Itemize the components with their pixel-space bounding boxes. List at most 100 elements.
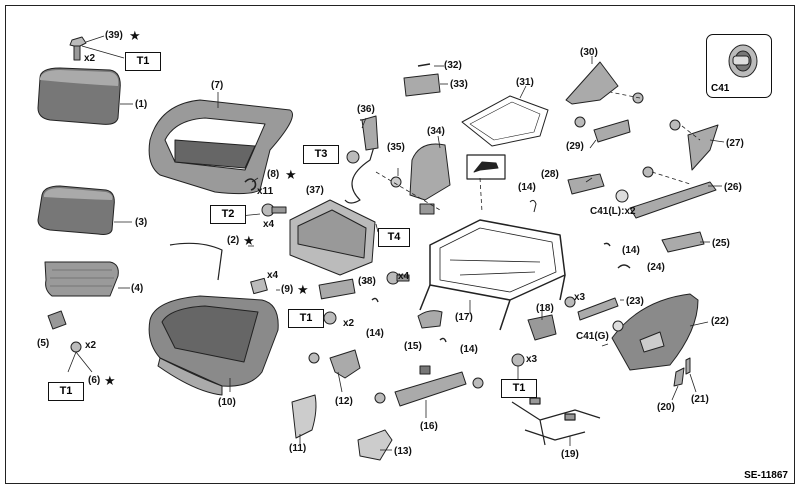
qty-t1-bottom: x3 (526, 354, 538, 365)
callout-34: (34) (427, 126, 445, 137)
torque-box-t1-bottom: T1 (501, 379, 537, 398)
callout-20: (20) (657, 402, 675, 413)
lumbar-34 (409, 143, 451, 201)
clip-20 (673, 367, 685, 387)
seat-frame-icon (466, 154, 506, 180)
qty-t1-center: x2 (343, 318, 355, 329)
bolt-t4 (386, 271, 410, 285)
callout-19: (19) (561, 449, 579, 460)
qty-9: x4 (267, 270, 279, 281)
part-18 (527, 314, 557, 341)
rail-26 (629, 181, 717, 219)
callout-17: (17) (455, 312, 473, 323)
callout-11: (11) (289, 443, 307, 454)
bolt-t2 (261, 203, 287, 217)
qty-t4: x4 (398, 271, 410, 282)
callout-14-a: (14) (518, 182, 536, 193)
callout-31: (31) (516, 77, 534, 88)
callout-22: (22) (711, 316, 729, 327)
cover-11 (291, 394, 317, 439)
callout-24: (24) (647, 262, 665, 273)
star-2: ★ (243, 233, 255, 248)
callout-6: (6) (88, 375, 101, 386)
callout-35: (35) (387, 142, 405, 153)
bracket-27 (687, 124, 719, 171)
callout-2: (2) (227, 235, 240, 246)
side-cover-22 (611, 293, 699, 371)
callout-10: (10) (218, 397, 236, 408)
callout-18: (18) (536, 303, 554, 314)
torque-box-t1-left: T1 (48, 382, 84, 401)
cover-13 (357, 429, 393, 461)
callout-37: (37) (306, 185, 324, 196)
nut-6 (70, 341, 82, 353)
cover-25 (661, 231, 705, 253)
clip-32 (417, 63, 431, 67)
callout-4: (4) (131, 283, 144, 294)
clip-24 (617, 264, 631, 269)
callout-9: (9) (281, 284, 294, 295)
callout-8: (8) (267, 169, 280, 180)
diagram-frame (5, 5, 795, 484)
qty-c41-g: C41(G) (576, 331, 609, 342)
bracket-33 (403, 73, 441, 97)
clip-14c (371, 297, 379, 303)
callout-15: (15) (404, 341, 422, 352)
qty-39: x2 (84, 53, 96, 64)
callout-5: (5) (37, 338, 50, 349)
grommet-t3 (346, 150, 360, 164)
wire-2 (169, 242, 223, 281)
callout-38: (38) (358, 276, 376, 287)
qty-t1-left: x2 (85, 340, 97, 351)
seat-frame-17 (419, 219, 566, 331)
callout-14-d: (14) (460, 344, 478, 355)
washer-35 (390, 176, 402, 188)
qty-t2: x4 (263, 219, 275, 230)
callout-28: (28) (541, 169, 559, 180)
c41-inset: C41 (706, 34, 772, 98)
torque-box-t4: T4 (378, 228, 410, 247)
bracket-30 (565, 61, 619, 105)
bolt-39 (69, 36, 87, 61)
bracket-29 (593, 119, 631, 143)
torque-box-t1-top: T1 (125, 52, 161, 71)
callout-13: (13) (394, 446, 412, 457)
clip-14d (439, 337, 447, 343)
star-8: ★ (285, 167, 297, 182)
callout-36: (36) (357, 104, 375, 115)
part-12 (329, 349, 361, 379)
hook-8 (244, 178, 257, 191)
callout-39: (39) (105, 30, 123, 41)
torque-box-t1-center: T1 (288, 309, 324, 328)
part-5 (47, 310, 67, 330)
callout-25: (25) (712, 238, 730, 249)
callout-14-c: (14) (366, 328, 384, 339)
callout-23: (23) (626, 296, 644, 307)
callout-32: (32) (444, 60, 462, 71)
callout-27: (27) (726, 138, 744, 149)
callout-3: (3) (135, 217, 148, 228)
harness-19 (511, 397, 601, 446)
clip-14b (603, 242, 611, 247)
star-39: ★ (129, 28, 141, 43)
bracket-38 (318, 278, 356, 300)
callout-29: (29) (566, 141, 584, 152)
bracket-28 (567, 173, 605, 195)
frame-31 (461, 95, 549, 147)
callout-12: (12) (335, 396, 353, 407)
callout-16: (16) (420, 421, 438, 432)
torque-box-t2: T2 (210, 205, 246, 224)
callout-26: (26) (724, 182, 742, 193)
cover-15 (417, 310, 443, 329)
star-9: ★ (297, 282, 309, 297)
leader-lines (67, 35, 725, 451)
clip-21 (685, 357, 691, 375)
callout-1: (1) (135, 99, 148, 110)
diagram-code: SE-11867 (744, 470, 788, 481)
rail-16 (394, 371, 467, 407)
qty-23: x3 (574, 292, 586, 303)
clip-c41-icon (728, 44, 758, 78)
c41-inset-label: C41 (711, 83, 730, 94)
